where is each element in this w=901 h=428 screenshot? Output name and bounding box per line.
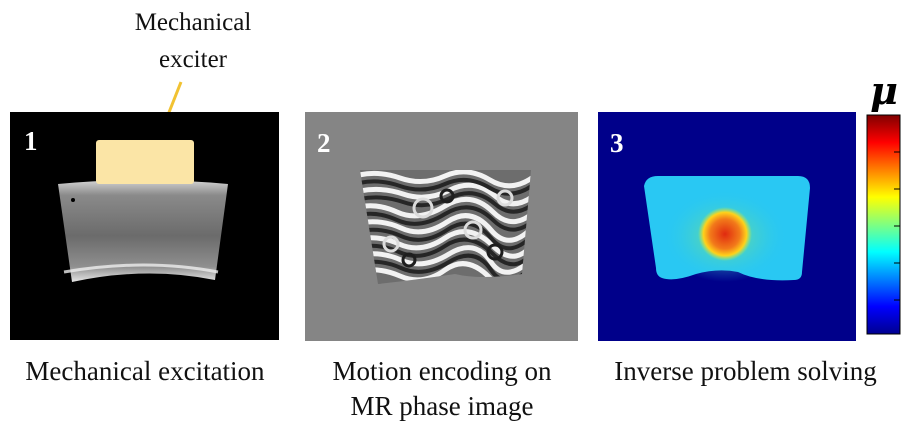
panel-mechanical-excitation: 1 (10, 112, 279, 340)
exciter-label-line-1: Mechanical (134, 9, 252, 36)
colorbar-ticks (894, 151, 900, 301)
exciter-label: Mechanical exciter (103, 4, 283, 78)
caption-panel-1-line-1: Mechanical excitation (25, 356, 265, 386)
colorbar (866, 114, 901, 335)
mechanical-exciter (96, 140, 194, 184)
panel-number-1: 1 (24, 126, 38, 156)
caption-panel-3: Inverse problem solving (590, 354, 901, 389)
caption-panel-2-line-1: Motion encoding on (332, 356, 552, 386)
phase-image (360, 170, 531, 284)
panel-number-2: 2 (317, 128, 331, 158)
wave-pattern (360, 170, 531, 284)
elastogram-image (644, 176, 810, 282)
panel-motion-encoding: 2 (305, 112, 578, 341)
panel-inverse-problem: 3 (598, 112, 856, 341)
colorbar-gradient (866, 114, 901, 335)
anatomy-image (58, 140, 228, 282)
caption-panel-1: Mechanical excitation (0, 354, 290, 389)
exciter-label-line-2: exciter (158, 46, 227, 73)
colorbar-symbol: μ (870, 68, 898, 113)
panel-number-3: 3 (610, 128, 624, 158)
caption-panel-2-line-2: MR phase image (350, 391, 534, 421)
caption-panel-2: Motion encoding on MR phase image (292, 354, 592, 424)
caption-panel-3-line-1: Inverse problem solving (614, 356, 877, 386)
